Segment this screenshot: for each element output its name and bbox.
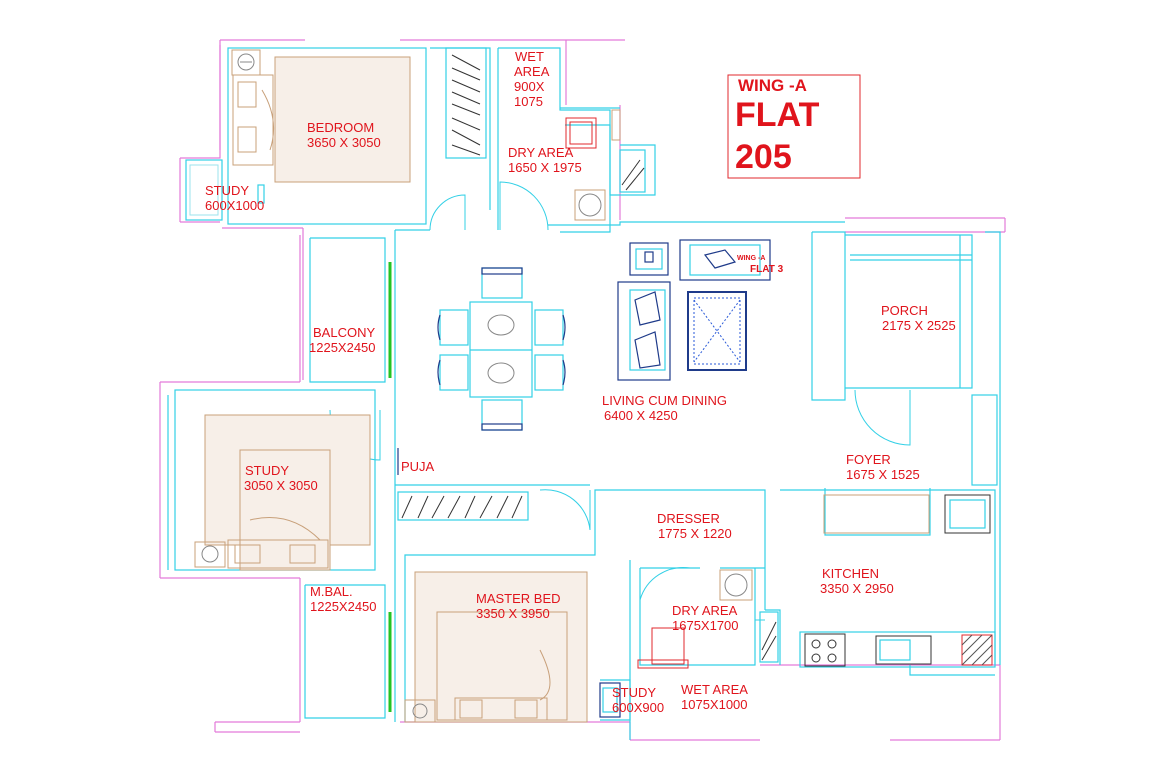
porch-detail: [850, 254, 972, 261]
study-room-furniture: [194, 414, 371, 571]
dry-area1-size: 1650 X 1975: [508, 160, 582, 175]
dry-area2-size: 1675X1700: [672, 618, 739, 633]
porch-name: PORCH: [881, 303, 928, 318]
door-swings: [329, 181, 911, 621]
kitchen-size: 3350 X 2950: [820, 581, 894, 596]
balcony-size: 1225X2450: [309, 340, 376, 355]
dining-set: [437, 267, 566, 431]
small-wing-tag: WING -A: [737, 255, 766, 262]
study2-size: 3050 X 3050: [244, 478, 318, 493]
wet-area2-size: 1075X1000: [681, 697, 748, 712]
master-bed-name: MASTER BED: [476, 591, 561, 606]
dry-area1-name: DRY AREA: [508, 145, 574, 160]
wet-area1-line1: WET: [515, 49, 544, 64]
bedroom-name: BEDROOM: [307, 120, 375, 135]
outer-walls: [159, 39, 1006, 741]
flat-label: FLAT: [735, 96, 820, 134]
flat-number: 205: [735, 138, 792, 176]
wet-area1-line3: 900X: [514, 79, 545, 94]
dry-area-fixtures: [565, 109, 621, 221]
title-block-frame: [727, 74, 861, 179]
dry-wet-area-fixtures: [599, 569, 753, 718]
bedroom-furniture: [231, 49, 411, 204]
wet-area2-name: WET AREA: [681, 682, 748, 697]
inner-walls: [167, 47, 1001, 740]
puja-name: PUJA: [401, 459, 435, 474]
wardrobe-hatching: [397, 47, 779, 663]
master-bed-furniture: [404, 571, 588, 723]
foyer-size: 1675 X 1525: [846, 467, 920, 482]
living-name: LIVING CUM DINING: [602, 393, 727, 408]
mbal-name: M.BAL.: [310, 584, 353, 599]
study2-name: STUDY: [245, 463, 290, 478]
study1-name: STUDY: [205, 183, 250, 198]
dresser-size: 1775 X 1220: [658, 526, 732, 541]
wet-area1-line2: AREA: [514, 64, 550, 79]
study1-size: 600X1000: [205, 198, 265, 213]
mbal-size: 1225X2450: [310, 599, 377, 614]
balcony-name: BALCONY: [313, 325, 376, 340]
dry-area2-name: DRY AREA: [672, 603, 738, 618]
master-bed-size: 3350 X 3950: [476, 606, 550, 621]
wet-area1-line4: 1075: [514, 94, 543, 109]
kitchen-fixtures: [804, 494, 993, 667]
bedroom-size: 3650 X 3050: [307, 135, 381, 150]
foyer-name: FOYER: [846, 452, 891, 467]
kitchen-name: KITCHEN: [822, 566, 880, 581]
living-size: 6400 X 4250: [604, 408, 678, 423]
wing-title: WING -A: [738, 76, 807, 95]
study3-size: 600X900: [612, 700, 665, 715]
small-flat-tag: FLAT 3: [750, 264, 784, 275]
study3-name: STUDY: [612, 685, 657, 700]
porch-size: 2175 X 2525: [882, 318, 956, 333]
dresser-name: DRESSER: [657, 511, 720, 526]
living-furniture: [617, 239, 771, 381]
